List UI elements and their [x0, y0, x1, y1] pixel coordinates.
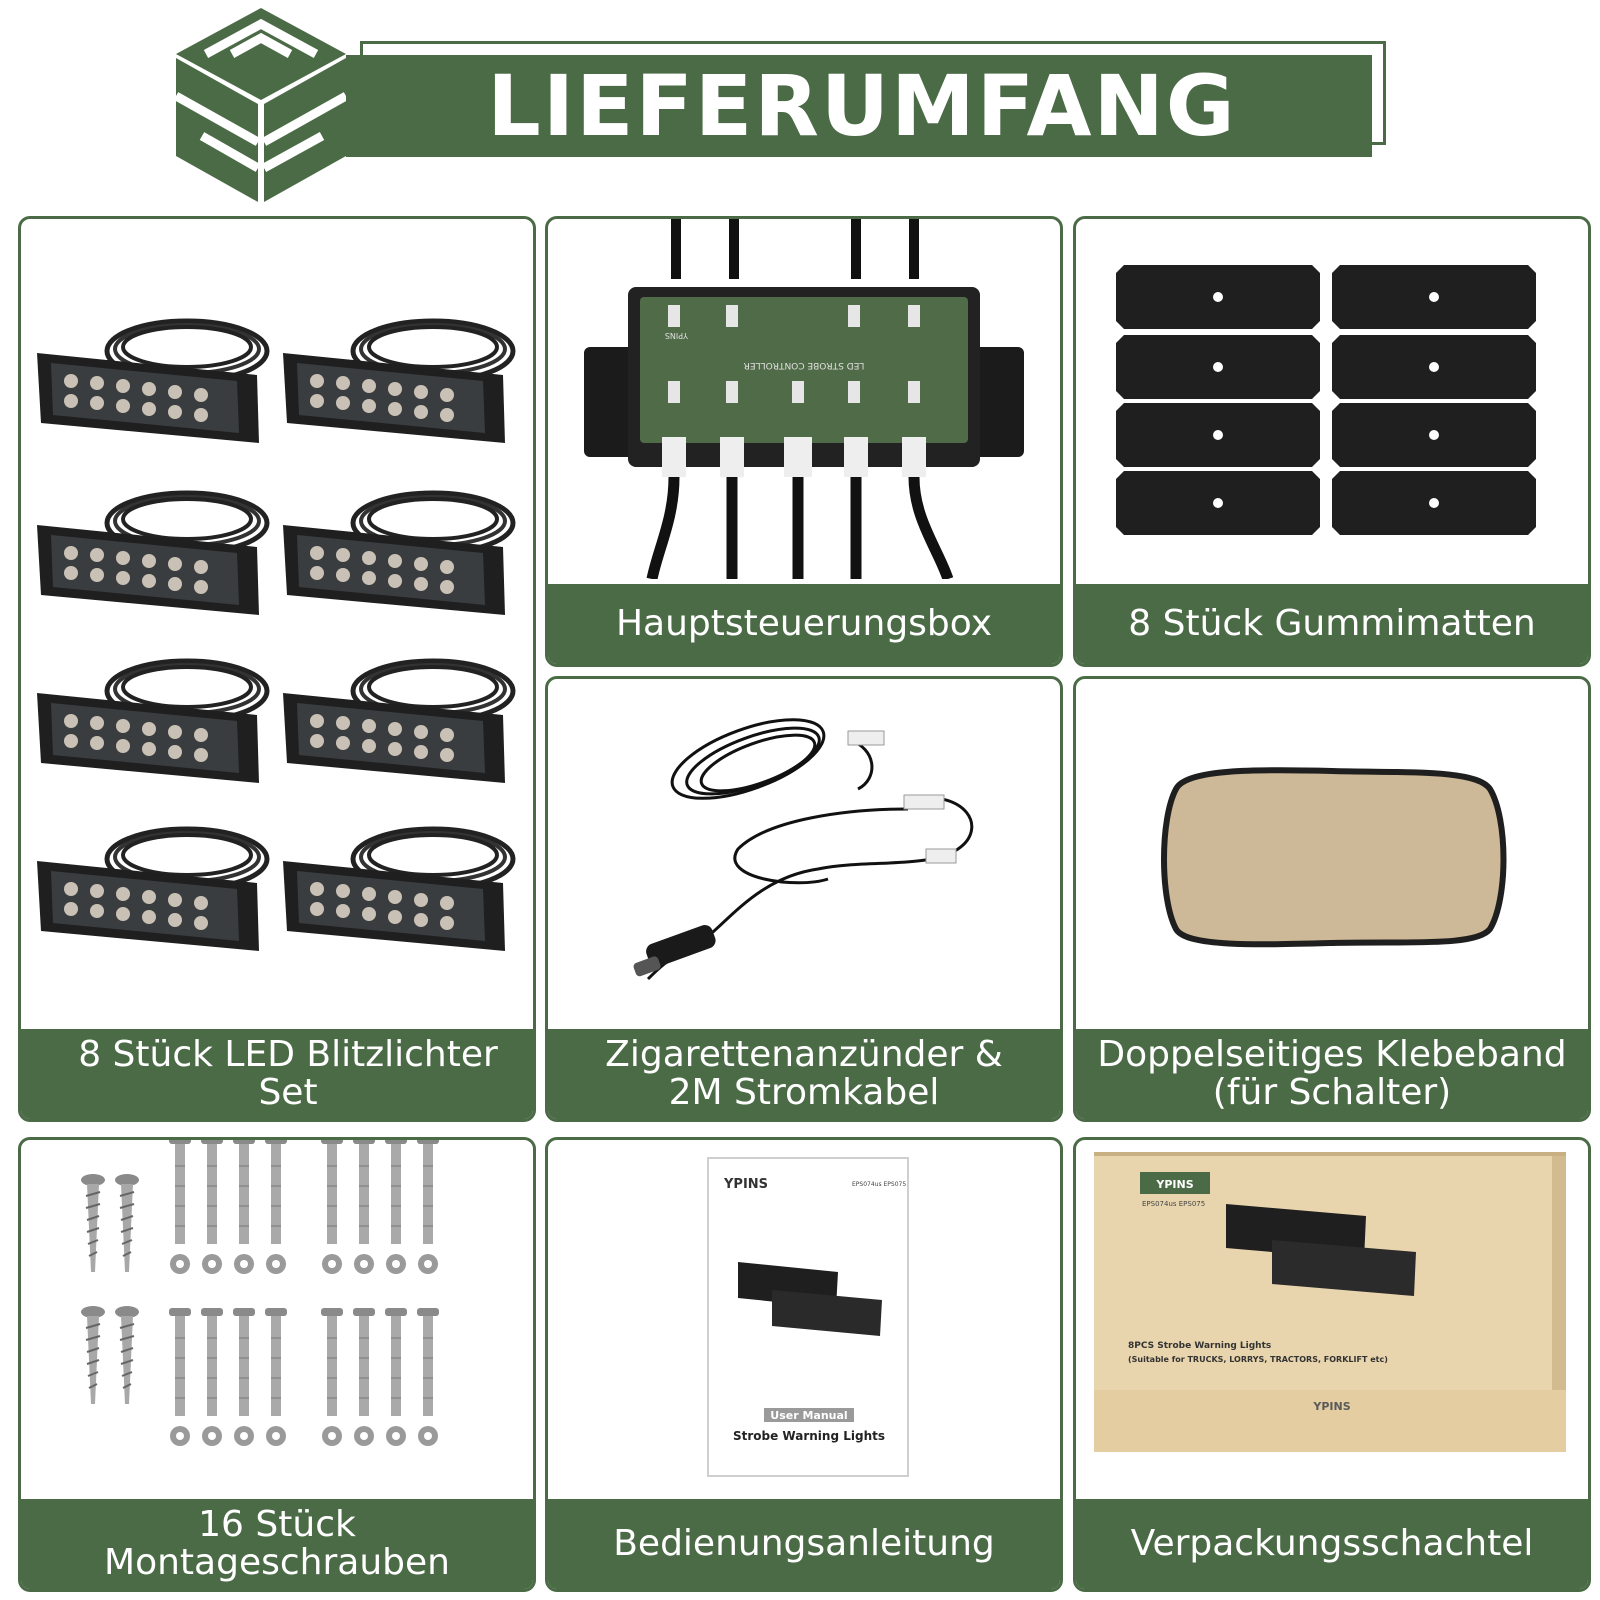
rubber-mats-image — [1076, 219, 1588, 579]
item-caption: Doppelseitiges Klebeband (für Schalter) — [1076, 1029, 1588, 1119]
item-card-mounting-screws: 16 Stück Montageschrauben — [18, 1137, 536, 1592]
item-caption: 16 Stück Montageschrauben — [21, 1499, 533, 1589]
svg-text:YPINS: YPINS — [665, 331, 689, 340]
header-banner: LIEFERUMFANG — [346, 55, 1372, 157]
svg-text:(Suitable for TRUCKS, LORRYS,: (Suitable for TRUCKS, LORRYS, TRACTORS, … — [1128, 1355, 1388, 1364]
item-card-packaging-box: YPINS EPS074us EPS075 8PCS Strobe Warnin… — [1073, 1137, 1591, 1592]
svg-text:YPINS: YPINS — [1312, 1400, 1350, 1413]
item-card-led-lights: 8 Stück LED Blitzlichter Set — [18, 216, 536, 1122]
item-card-power-cable: Zigarettenanzünder & 2M Stromkabel — [545, 676, 1063, 1122]
item-card-rubber-mats: 8 Stück Gummimatten — [1073, 216, 1591, 667]
power-cable-image — [548, 679, 1060, 1029]
svg-text:YPINS: YPINS — [723, 1177, 768, 1192]
item-card-adhesive-tape: Doppelseitiges Klebeband (für Schalter) — [1073, 676, 1591, 1122]
stacked-box-logo-icon — [172, 4, 350, 204]
packaging-box-image: YPINS EPS074us EPS075 8PCS Strobe Warnin… — [1076, 1140, 1588, 1500]
item-caption: Bedienungsanleitung — [548, 1499, 1060, 1589]
svg-text:User Manual: User Manual — [770, 1409, 847, 1422]
mounting-screws-image — [21, 1140, 533, 1500]
svg-text:EPS074us EPS075: EPS074us EPS075 — [852, 1181, 906, 1188]
svg-text:YPINS: YPINS — [1155, 1178, 1193, 1191]
item-caption: Verpackungsschachtel — [1076, 1499, 1588, 1589]
item-card-control-box: LED STROBE CONTROLLER YPINS Hauptsteueru… — [545, 216, 1063, 667]
item-caption: Hauptsteuerungsbox — [548, 584, 1060, 664]
svg-text:Strobe Warning Lights: Strobe Warning Lights — [733, 1429, 885, 1443]
svg-text:LED STROBE CONTROLLER: LED STROBE CONTROLLER — [744, 360, 865, 370]
item-caption: 8 Stück Gummimatten — [1076, 584, 1588, 664]
adhesive-tape-image — [1076, 679, 1588, 1029]
user-manual-image: YPINS EPS074us EPS075 User Manual Strobe… — [548, 1140, 1060, 1500]
item-caption: Zigarettenanzünder & 2M Stromkabel — [548, 1029, 1060, 1119]
item-card-user-manual: YPINS EPS074us EPS075 User Manual Strobe… — [545, 1137, 1063, 1592]
svg-text:EPS074us EPS075: EPS074us EPS075 — [1142, 1200, 1205, 1208]
control-box-image: LED STROBE CONTROLLER YPINS — [548, 219, 1060, 579]
svg-text:8PCS Strobe Warning Lights: 8PCS Strobe Warning Lights — [1128, 1341, 1271, 1351]
page-title: LIEFERUMFANG — [487, 57, 1237, 155]
led-lights-image — [21, 219, 533, 1025]
item-caption: 8 Stück LED Blitzlichter Set — [21, 1029, 533, 1119]
